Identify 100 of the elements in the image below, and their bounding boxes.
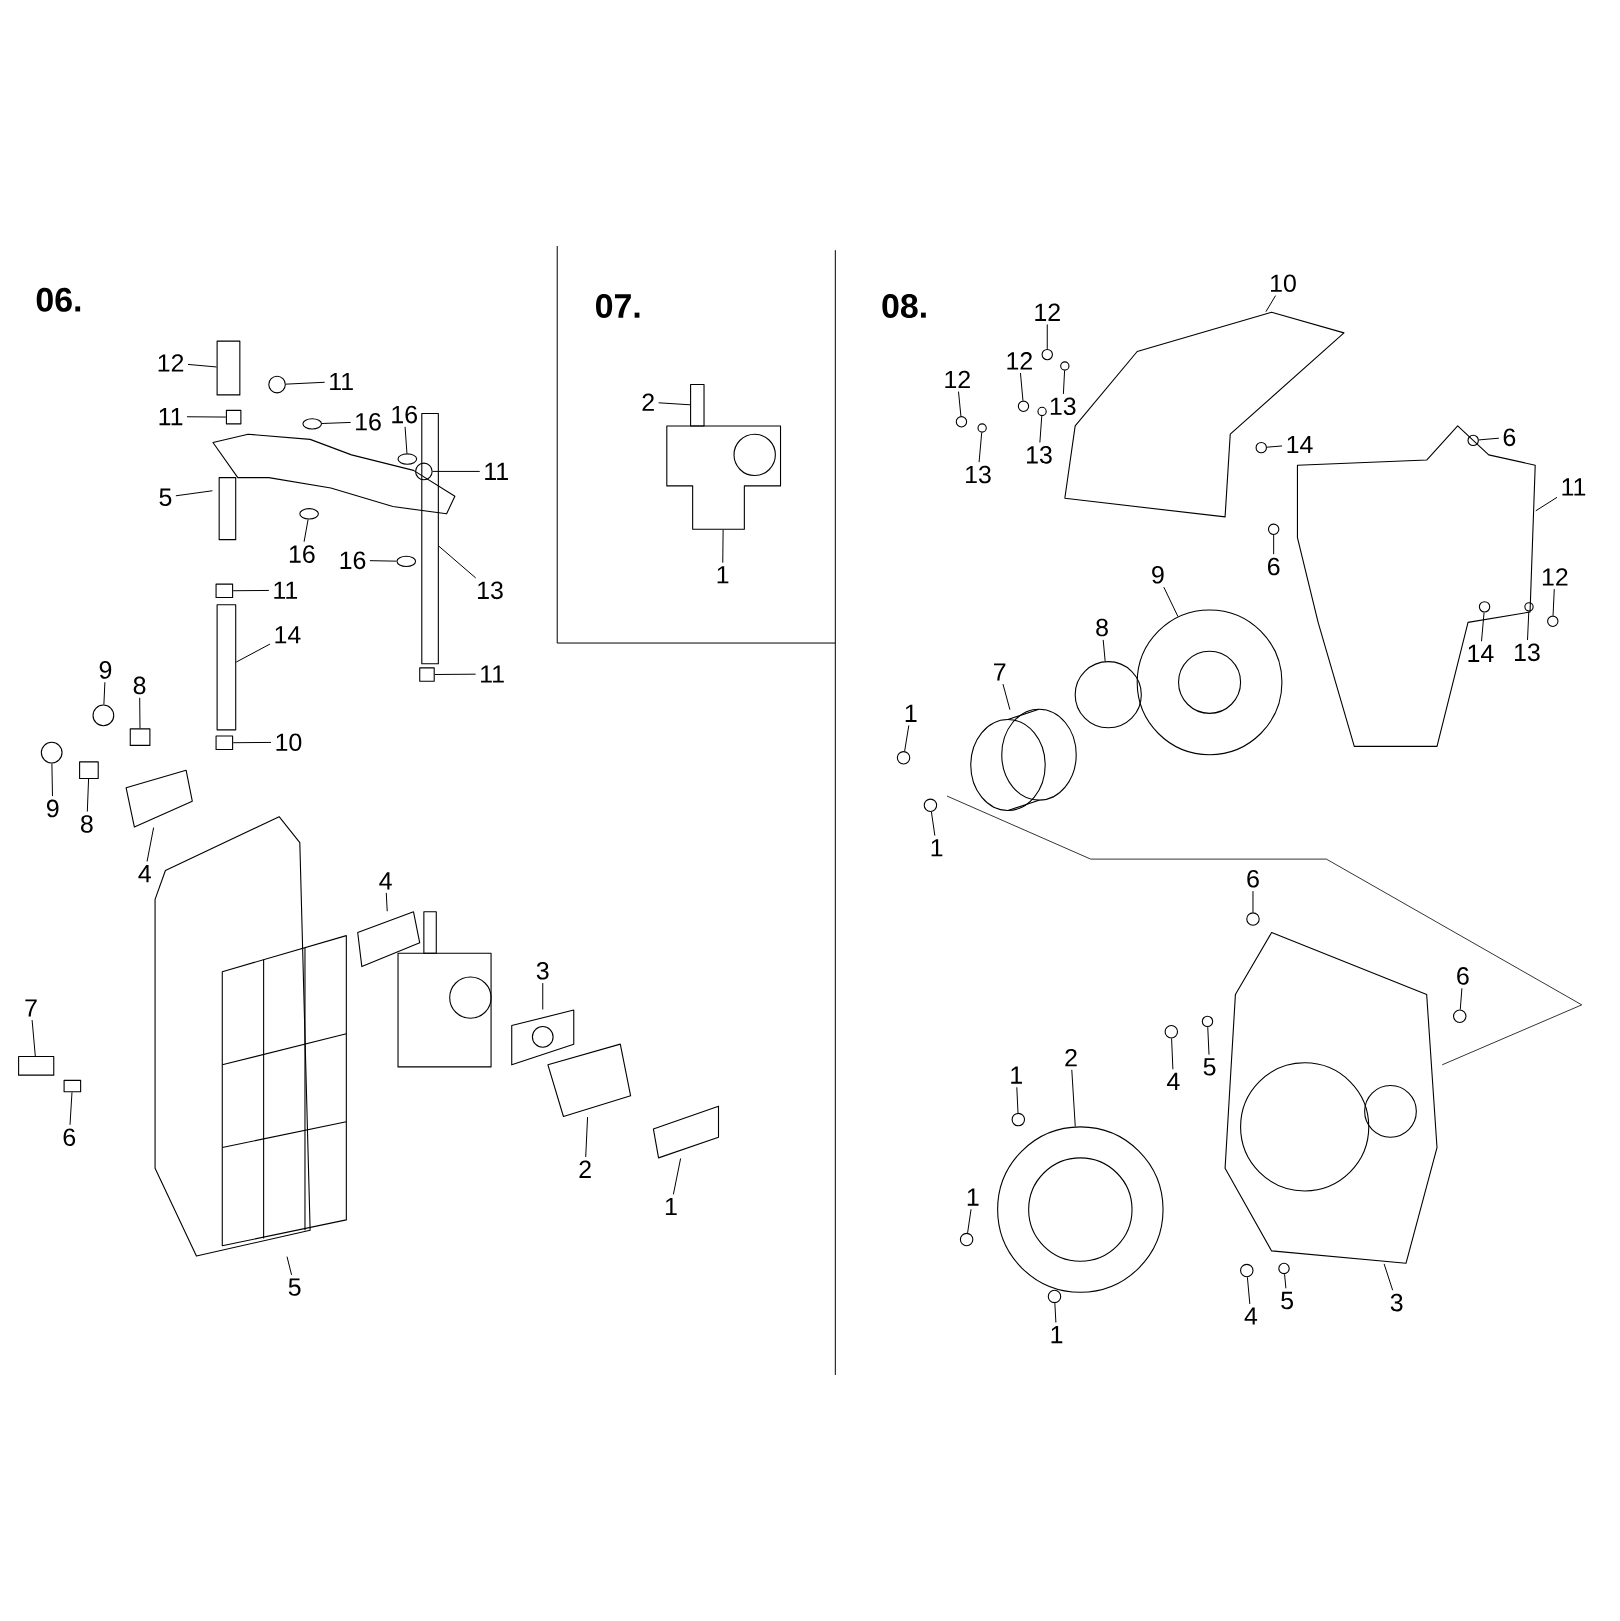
clamp-drawing xyxy=(225,409,242,425)
callout-number: 14 xyxy=(1287,435,1313,454)
callout-number: 4 xyxy=(138,865,151,883)
screw-drawing xyxy=(1011,1112,1026,1127)
callout-number: 13 xyxy=(1027,446,1052,464)
leader-line xyxy=(404,426,408,454)
leader-line xyxy=(432,470,481,472)
tube-drawing xyxy=(421,412,439,665)
screw-drawing xyxy=(1047,1289,1062,1304)
leader-line xyxy=(1527,611,1530,641)
callout-number: 3 xyxy=(1390,1293,1403,1312)
callout-number: 2 xyxy=(579,1160,591,1178)
gasket-drawing xyxy=(357,911,421,968)
air-filter-drawing xyxy=(154,816,347,1257)
leader-line xyxy=(1002,683,1011,711)
leader-line xyxy=(585,1116,589,1158)
callout-number: 1 xyxy=(1051,1326,1063,1344)
bolt-drawing xyxy=(1240,1263,1254,1278)
callout-number: 11 xyxy=(485,462,508,480)
fan-drawing xyxy=(1136,609,1283,756)
screw-drawing xyxy=(1041,348,1053,361)
callout-number: 7 xyxy=(25,999,37,1017)
callout-number: 11 xyxy=(159,408,183,426)
bushing-drawing xyxy=(63,1079,82,1093)
leader-line xyxy=(186,416,227,418)
callout-number: 5 xyxy=(1203,1058,1216,1076)
leader-line xyxy=(232,589,270,592)
blower-housing-drawing xyxy=(1224,931,1438,1264)
callout-number: 10 xyxy=(276,733,302,752)
callout-number: 16 xyxy=(356,413,381,431)
screw-drawing xyxy=(959,1232,974,1247)
leader-line xyxy=(1163,586,1179,618)
grommet-drawing xyxy=(302,418,323,430)
clamp-drawing xyxy=(268,375,286,394)
leader-line xyxy=(930,811,936,837)
grommet-drawing xyxy=(397,453,418,465)
clamp-drawing xyxy=(215,583,234,599)
callout-number: 16 xyxy=(340,551,366,570)
leader-line xyxy=(1207,1026,1210,1056)
callout-number: 9 xyxy=(1152,566,1164,584)
manifold-drawing xyxy=(212,433,456,541)
callout-number: 16 xyxy=(392,405,417,424)
grommet-drawing xyxy=(299,508,319,520)
callout-number: 5 xyxy=(288,1278,301,1296)
leader-line xyxy=(1266,445,1283,448)
leader-line xyxy=(967,1208,972,1234)
leader-line xyxy=(69,1091,73,1126)
callout-number: 11 xyxy=(481,665,504,683)
callout-number: 9 xyxy=(47,799,59,818)
screw-drawing xyxy=(1547,615,1559,628)
leader-line xyxy=(286,1256,293,1276)
callout-number: 13 xyxy=(478,581,503,600)
callout-number: 12 xyxy=(1007,352,1032,370)
leader-line xyxy=(321,421,352,424)
leader-line xyxy=(1252,890,1254,913)
leader-line xyxy=(1054,1302,1057,1324)
bushing-drawing xyxy=(1201,1015,1214,1028)
callout-number: 4 xyxy=(379,872,392,890)
leader-line xyxy=(303,519,309,543)
bushing-drawing xyxy=(1278,1262,1290,1275)
callout-number: 6 xyxy=(1457,967,1469,985)
section-number: 08. xyxy=(882,294,926,318)
washer-drawing xyxy=(1037,406,1047,417)
bushing-drawing xyxy=(129,728,151,746)
callout-number: 1 xyxy=(931,839,943,857)
leader-line xyxy=(285,381,326,385)
plate-drawing xyxy=(1074,661,1142,729)
callout-number: 4 xyxy=(1167,1072,1180,1090)
clamp-drawing xyxy=(419,667,435,682)
screw-drawing xyxy=(923,798,938,813)
callout-number: 1 xyxy=(1011,1066,1022,1084)
leader-line xyxy=(146,827,155,862)
callout-number: 4 xyxy=(1244,1307,1258,1325)
callout-number: 10 xyxy=(1271,274,1296,293)
leader-line xyxy=(904,724,910,752)
callout-number: 12 xyxy=(1035,303,1060,321)
screw-drawing xyxy=(896,751,911,765)
hose-elbow-drawing xyxy=(216,340,241,396)
leader-line xyxy=(1273,534,1275,555)
leader-line xyxy=(1478,437,1500,441)
gasket-drawing xyxy=(511,1009,575,1066)
washer-drawing xyxy=(1060,361,1070,371)
leader-line xyxy=(1246,1276,1251,1305)
leader-line xyxy=(1171,1038,1174,1070)
callout-number: 3 xyxy=(536,961,549,980)
callout-number: 13 xyxy=(1050,397,1076,416)
leader-line xyxy=(978,432,983,463)
leader-line xyxy=(1284,1273,1287,1289)
leader-line xyxy=(139,697,141,729)
screw-drawing xyxy=(955,416,968,428)
screw-drawing xyxy=(1017,400,1030,412)
nut-drawing xyxy=(92,704,115,727)
callout-number: 13 xyxy=(966,465,991,484)
bushing-drawing xyxy=(79,761,99,779)
leader-line xyxy=(1102,639,1106,662)
screw-drawing xyxy=(1467,434,1479,447)
callout-number: 6 xyxy=(1503,428,1516,447)
callout-number: 13 xyxy=(1515,643,1540,662)
bolt-drawing xyxy=(1164,1025,1179,1039)
callout-number: 8 xyxy=(81,815,93,833)
